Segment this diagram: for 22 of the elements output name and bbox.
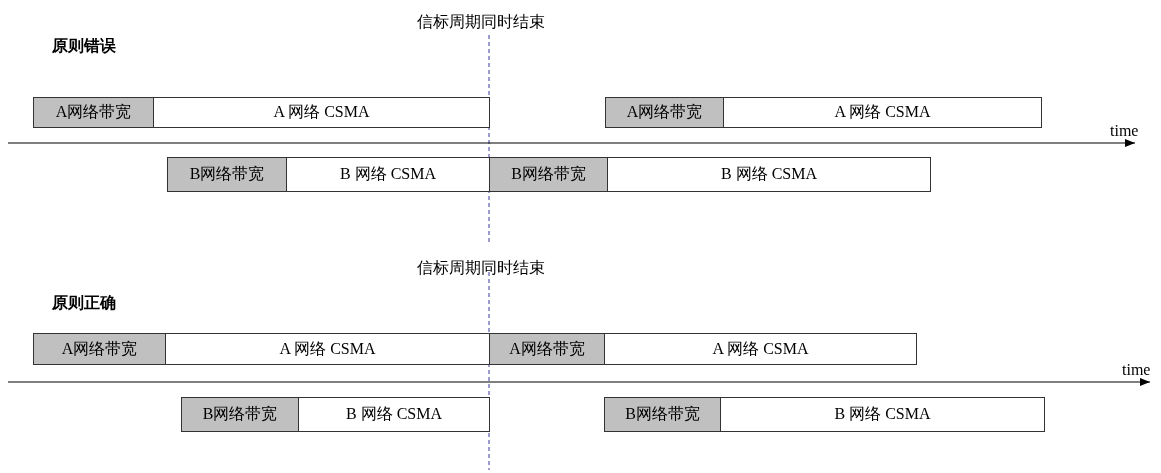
bandwidth-box: A网络带宽: [489, 333, 605, 365]
section-title: 原则正确: [52, 293, 116, 314]
bandwidth-box: B网络带宽: [181, 397, 299, 432]
bandwidth-box: A网络带宽: [33, 333, 166, 365]
bandwidth-box: B网络带宽: [604, 397, 721, 432]
bandwidth-box: B网络带宽: [167, 157, 287, 192]
bandwidth-box: B网络带宽: [489, 157, 608, 192]
bandwidth-box: A网络带宽: [33, 97, 154, 128]
csma-box: A 网络 CSMA: [165, 333, 490, 365]
csma-box: B 网络 CSMA: [607, 157, 931, 192]
axis-label: time: [1110, 122, 1139, 140]
beacon-label: 信标周期同时结束: [417, 258, 545, 278]
csma-box: B 网络 CSMA: [720, 397, 1045, 432]
csma-box: B 网络 CSMA: [298, 397, 490, 432]
csma-box: A 网络 CSMA: [604, 333, 917, 365]
csma-box: A 网络 CSMA: [723, 97, 1042, 128]
beacon-label: 信标周期同时结束: [417, 12, 545, 32]
section-title: 原则错误: [52, 36, 116, 57]
bandwidth-box: A网络带宽: [605, 97, 724, 128]
csma-box: A 网络 CSMA: [153, 97, 490, 128]
axis-label: time: [1122, 361, 1151, 379]
csma-box: B 网络 CSMA: [286, 157, 490, 192]
